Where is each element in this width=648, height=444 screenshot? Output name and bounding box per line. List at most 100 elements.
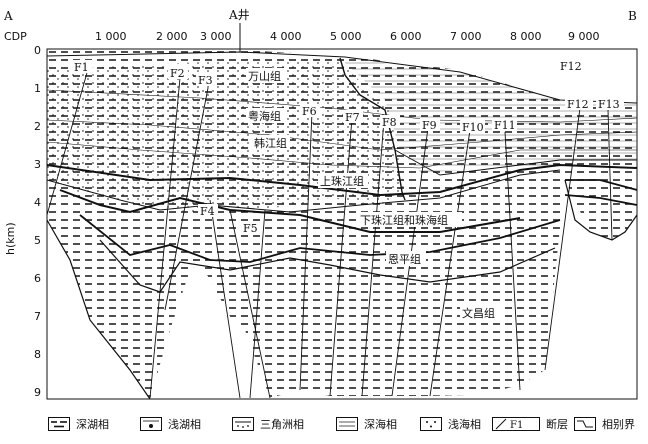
legend-label: 浅海相 — [448, 418, 481, 431]
horizon-7 — [79, 214, 561, 263]
x-tick: 3 000 — [200, 30, 232, 43]
cdp-label: CDP — [4, 30, 27, 43]
x-tick: 6 000 — [390, 30, 422, 43]
legend-item-facies-boundary: 相别界 — [574, 414, 635, 434]
legend-item-deep-sea: 深海相 — [336, 414, 397, 434]
fault-label-f6: F6 — [302, 105, 317, 118]
section-end-label: B — [628, 9, 637, 23]
fault-f3 — [164, 87, 209, 311]
fault-f10 — [429, 129, 471, 397]
well-label: A井 — [228, 8, 250, 22]
y-axis-ticks: 0 1 2 3 4 5 6 7 8 9 — [34, 44, 41, 399]
legend-item-deep-lake: 深湖相 — [48, 414, 109, 434]
shallow-sea-icon — [420, 417, 442, 431]
section-start-label: A — [3, 9, 13, 23]
y-tick: 5 — [34, 234, 41, 247]
facies-boundary-step — [339, 57, 406, 201]
horizon-1 — [46, 89, 638, 123]
horizon-9 — [565, 179, 638, 191]
x-tick: 5 000 — [330, 30, 362, 43]
fault-label-f12: F12 — [567, 98, 589, 111]
shallow-lake-icon — [140, 417, 162, 431]
formation-wanshan: 万山组 — [248, 69, 281, 83]
fault-label-f10: F10 — [462, 121, 484, 134]
y-tick: 2 — [34, 120, 41, 133]
y-tick: 4 — [34, 196, 41, 209]
fault-f5 — [229, 209, 271, 399]
fault-f12 — [544, 107, 581, 371]
y-tick: 3 — [34, 158, 41, 171]
legend-label: 相别界 — [602, 418, 635, 431]
fault-label-f5: F5 — [243, 222, 258, 235]
formation-enping: 恩平组 — [388, 252, 421, 266]
legend-item-shallow-lake: 浅湖相 — [140, 414, 201, 434]
legend-label: 三角洲相 — [260, 418, 304, 431]
legend-item-fault: F1 断层 — [492, 414, 568, 434]
fault-label-f11: F11 — [494, 119, 516, 132]
fault-label-f2: F2 — [170, 67, 185, 80]
y-tick: 6 — [34, 272, 41, 285]
shallow-sea-fill — [340, 58, 637, 172]
fault-label-f7: F7 — [345, 111, 360, 124]
fault-f8 — [361, 119, 385, 397]
fault-icon: F1 — [492, 417, 540, 431]
y-tick: 7 — [34, 310, 41, 323]
formation-labels: 万山组 粤海组 韩江组 上珠江组 下珠江组和珠海组 恩平组 文昌组 — [246, 68, 500, 320]
y-tick: 0 — [34, 44, 41, 57]
y-tick: 9 — [34, 386, 41, 399]
formation-hanjiang: 韩江组 — [254, 136, 287, 150]
basement-line-2 — [564, 179, 638, 241]
x-tick: 1 000 — [95, 30, 127, 43]
fault-lines — [46, 61, 613, 399]
fault-f7 — [329, 117, 353, 397]
legend-item-delta: 三角洲相 — [232, 414, 304, 434]
x-tick: 2 000 — [156, 30, 188, 43]
fault-f4 — [209, 199, 241, 399]
deep-lake-icon — [48, 417, 70, 431]
x-tick: 7 000 — [450, 30, 482, 43]
fault-label-f1: F1 — [74, 61, 89, 74]
fault-extra — [249, 209, 266, 399]
section-frame — [46, 48, 638, 400]
delta-icon — [232, 417, 254, 431]
legend-label: 断层 — [546, 418, 568, 431]
fault-label-f3: F3 — [198, 74, 213, 87]
basement-line — [46, 219, 151, 400]
horizon-4 — [46, 163, 638, 197]
legend-label: 浅湖相 — [168, 418, 201, 431]
fault-f11 — [504, 131, 521, 391]
horizon-2 — [46, 119, 638, 151]
formation-yuehai: 粤海组 — [248, 109, 281, 123]
x-tick: 8 000 — [510, 30, 542, 43]
x-tick: 4 000 — [270, 30, 302, 43]
fault-label-f4: F4 — [200, 205, 215, 218]
x-axis-ticks: 1 000 2 000 3 000 4 000 5 000 6 000 7 00… — [95, 30, 600, 43]
legend-label: 深湖相 — [76, 418, 109, 431]
x-tick: 9 000 — [568, 30, 600, 43]
formation-wenchang: 文昌组 — [462, 306, 495, 320]
legend-item-shallow-sea: 浅海相 — [420, 414, 481, 434]
horizon-3 — [46, 141, 637, 169]
y-axis-label: h(km) — [4, 222, 17, 255]
fault-labels: F1 F2 F3 F4 F5 F6 F7 F8 F9 F10 F11 F12 F… — [72, 60, 624, 235]
formation-upper-zhujiang: 上珠江组 — [320, 174, 364, 188]
fault-label-f12-top: F12 — [560, 60, 582, 73]
legend-label: 深海相 — [364, 418, 397, 431]
facies-boundary-icon — [574, 417, 596, 431]
horizon-8 — [99, 239, 556, 293]
fault-f6 — [299, 111, 313, 391]
deep-sea-icon — [336, 417, 358, 431]
fault-label-f13: F13 — [598, 98, 620, 111]
fault-f13 — [607, 109, 613, 241]
fault-label-f9: F9 — [422, 119, 437, 132]
facies-boundary-east — [394, 149, 637, 176]
y-tick: 1 — [34, 82, 41, 95]
horizon-5 — [46, 169, 561, 213]
legend: 深湖相 浅湖相 三角洲相 深海相 浅海相 F1 断层 相别界 — [0, 410, 648, 438]
horizon-lines — [46, 51, 638, 400]
horizon-10 — [564, 194, 638, 206]
fault-label-f8: F8 — [382, 116, 397, 129]
fault-f2 — [149, 77, 181, 399]
fault-f1 — [46, 61, 91, 216]
